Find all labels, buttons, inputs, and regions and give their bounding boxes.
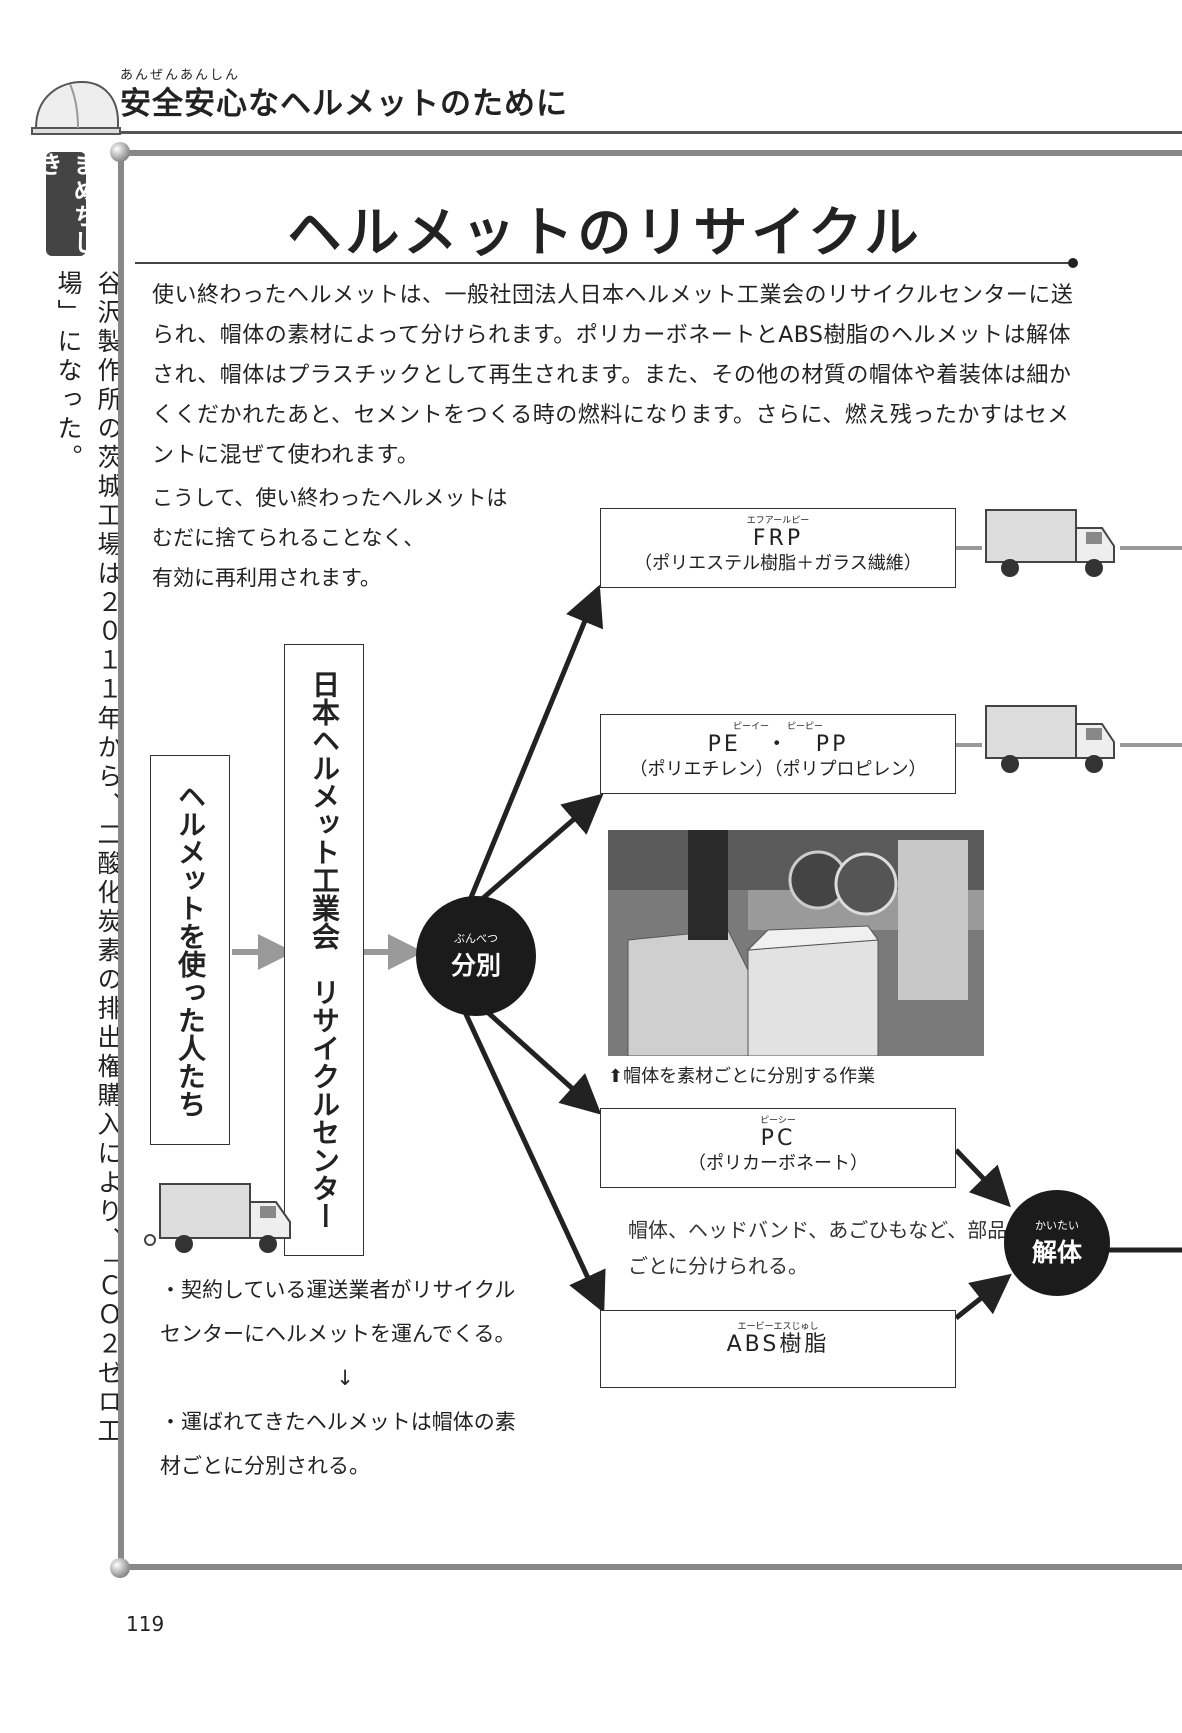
process-steps: ・契約している運送業者がリサイクルセンターにヘルメットを運んでくる。 ↓ ・運ば… <box>160 1268 530 1488</box>
material-box-pe-pp: ピーイー ピーピー PE ・ PP （ポリエチレン）（ポリプロピレン） <box>600 714 956 794</box>
photo-caption-text: 帽体を素材ごとに分別する作業 <box>623 1066 876 1087</box>
material-title: PE ・ PP <box>707 732 849 757</box>
arrow-sort-to-frp <box>467 584 604 901</box>
section-title: 安全安心なヘルメットのために <box>120 86 568 122</box>
content-frame <box>118 150 1182 1570</box>
lead-line: こうして、使い終わったヘルメットは <box>152 486 508 510</box>
frame-rivet-bottom <box>110 1558 130 1578</box>
users-box: ヘルメットを使った人たち <box>150 755 230 1145</box>
material-box-pc: ピーシー PC （ポリカーボネート） <box>600 1108 956 1188</box>
sorting-photo <box>608 830 984 1056</box>
material-title: FRP <box>752 526 804 551</box>
material-ruby: ピーシー <box>760 1116 796 1126</box>
truck-icon-frp <box>985 509 1115 577</box>
title-rule-dot <box>1068 258 1078 268</box>
material-title: ABS樹脂 <box>726 1332 830 1357</box>
up-arrow-icon: ⬆ <box>608 1066 624 1087</box>
sort-ruby: ぶんべつ <box>454 932 498 945</box>
arrow-abs-to-disassemble <box>954 1273 1012 1320</box>
title-rule <box>135 262 1075 264</box>
truck-icon-delivery <box>144 1183 291 1253</box>
arrow-pc-to-disassemble <box>954 1148 1011 1208</box>
article-title: ヘルメットのリサイクル <box>287 201 923 264</box>
lead-paragraph: こうして、使い終わったヘルメットは むだに捨てられることなく、 有効に再利用され… <box>152 478 572 598</box>
material-box-frp: エフアールピー FRP （ポリエステル樹脂＋ガラス繊維） <box>600 508 956 588</box>
material-subtitle: （ポリエステル樹脂＋ガラス繊維） <box>634 553 922 574</box>
helmet-icon <box>31 80 121 135</box>
intro-paragraph: 使い終わったヘルメットは、一般社団法人日本ヘルメット工業会のリサイクルセンターに… <box>152 283 1074 468</box>
parts-note: 帽体、ヘッドバンド、あごひもなど、部品ごとに分けられる。 <box>628 1218 1008 1278</box>
step-item: ・契約している運送業者がリサイクルセンターにヘルメットを運んでくる。 <box>160 1278 516 1346</box>
arrow-sort-to-abs <box>461 1008 606 1314</box>
arrow-sort-to-pepp <box>472 793 604 908</box>
sort-label: 分別 <box>450 951 501 980</box>
step-item: ・運ばれてきたヘルメットは帽体の素材ごとに分別される。 <box>160 1410 516 1478</box>
material-box-abs: エービーエスじゅし ABS樹脂 <box>600 1310 956 1388</box>
sort-circle: ぶんべつ 分別 <box>416 896 536 1016</box>
page-number: 119 <box>126 1612 165 1636</box>
step-arrow: ↓ <box>336 1366 354 1390</box>
lead-line: 有効に再利用されます。 <box>152 566 381 590</box>
arrow-sort-to-pc <box>472 998 602 1115</box>
material-subtitle: （ポリエチレン）（ポリプロピレン） <box>629 759 927 780</box>
header-divider <box>120 131 1182 134</box>
material-ruby: エービーエスじゅし <box>737 1322 819 1332</box>
section-title-ruby: あんぜんあんしん <box>120 68 241 83</box>
material-ruby: ピーイー ピーピー <box>732 722 823 732</box>
disassemble-ruby: かいたい <box>1035 1219 1079 1232</box>
disassemble-circle: かいたい 解体 <box>1004 1190 1110 1296</box>
truck-icon-pepp <box>985 705 1115 773</box>
disassemble-label: 解体 <box>1031 1238 1082 1267</box>
material-subtitle: （ポリカーボネート） <box>688 1153 868 1174</box>
photo-caption: ⬆帽体を素材ごとに分別する作業 <box>608 1062 875 1088</box>
material-ruby: エフアールピー <box>746 516 810 526</box>
recycle-center-box: 日本ヘルメット工業会 リサイクルセンター <box>284 644 364 1256</box>
frame-rivet-top <box>110 142 130 162</box>
lead-line: むだに捨てられることなく、 <box>152 526 425 550</box>
material-title: PC <box>760 1126 796 1151</box>
